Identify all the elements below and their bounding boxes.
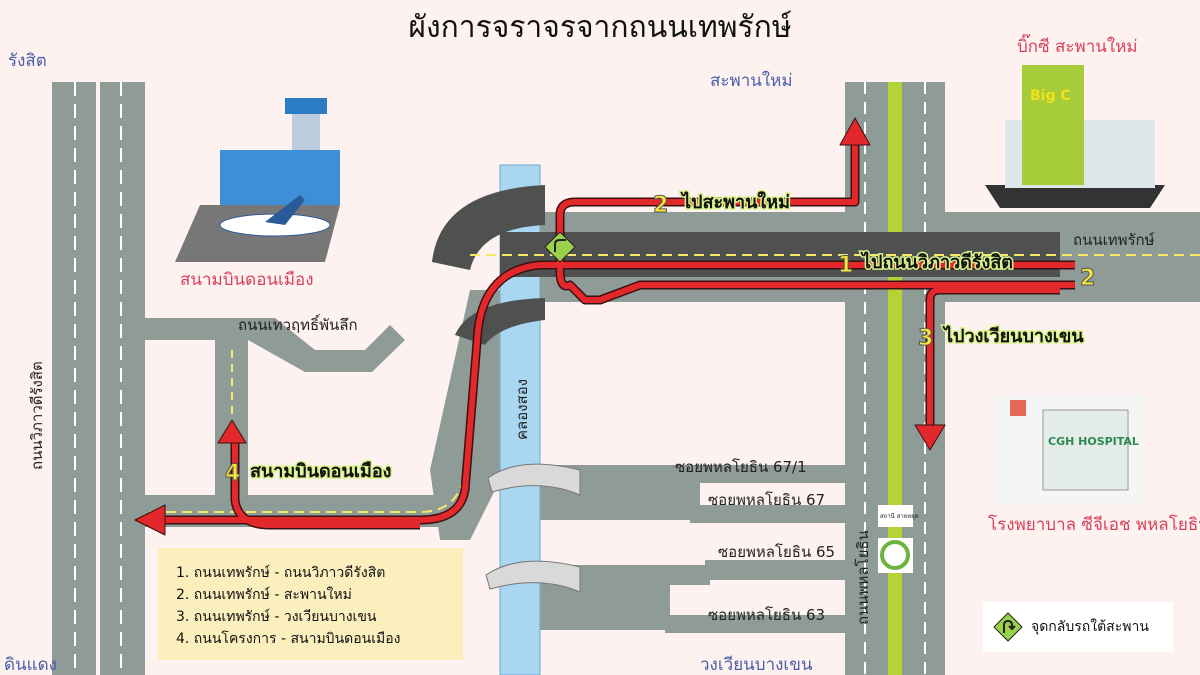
- rangsit-label: รังสิต: [8, 51, 47, 71]
- route-1-label: ไปถนนวิภาวดีรังสิต: [860, 251, 1013, 273]
- hospital-label: โรงพยาบาล ซีจีเอช พหลโยธิน: [988, 514, 1200, 535]
- soi-label: ซอยพหลโยธิน 65: [718, 543, 835, 561]
- arrow-left-icon: [134, 504, 166, 536]
- route-4-label: สนามบินดอนเมือง: [250, 461, 391, 482]
- route-2-label: ไปสะพานใหม่: [680, 191, 790, 213]
- vibhavadi-label: ถนนวิภาวดีรังสิต: [28, 361, 46, 470]
- din-daeng-label: ดินแดง: [4, 655, 57, 675]
- canal-label: คลองสอง: [513, 379, 531, 440]
- route-lines: [134, 117, 1075, 536]
- page-title: ผังการจราจรจากถนนเทพรักษ์: [408, 10, 792, 45]
- station-label: สถานี สายหยุด: [880, 512, 919, 520]
- route-1-line: [160, 262, 1075, 523]
- legend-item: 1. ถนนเทพรักษ์ - ถนนวิภาวดีรังสิต: [176, 565, 386, 581]
- thepharak-label: ถนนเทพรักษ์: [1073, 231, 1155, 249]
- route-3-number: 3: [918, 326, 933, 351]
- cgh-logo: CGH HOSPITAL: [1048, 435, 1139, 448]
- route-2-line: [557, 135, 1075, 303]
- arrow-up-icon: [217, 419, 247, 444]
- hospital-building-icon: CGH HOSPITAL: [995, 395, 1145, 505]
- legend-item: 3. ถนนเทพรักษ์ - วงเวียนบางเขน: [176, 609, 377, 625]
- u-turn-key: จุดกลับรถใต้สะพาน: [983, 602, 1173, 652]
- u-turn-sign-icon: [544, 231, 576, 263]
- route-3-label: ไปวงเวียนบางเขน: [942, 325, 1084, 347]
- u-turn-key-label: จุดกลับรถใต้สะพาน: [1031, 619, 1149, 635]
- legend-item: 4. ถนนโครงการ - สนามบินดอนเมือง: [176, 631, 401, 647]
- phahonyothin-label: ถนนพหลโยธิน: [854, 530, 872, 625]
- route-2-number: 2: [1080, 266, 1095, 291]
- route-4-number: 4: [225, 461, 240, 486]
- bang-khen-label: วงเวียนบางเขน: [700, 655, 813, 675]
- airport-label: สนามบินดอนเมือง: [180, 270, 314, 290]
- big-c-label: บิ๊กซี สะพานใหม่: [1017, 33, 1138, 57]
- thewarit-label: ถนนเทวฤทธิ์พันลึก: [238, 314, 358, 334]
- airport-icon: [175, 98, 340, 262]
- soi-label: ซอยพหลโยธิน 63: [708, 606, 825, 624]
- arrow-down-icon: [914, 424, 946, 451]
- route-2-number: 2: [653, 193, 668, 218]
- big-c-building-icon: Big C: [985, 65, 1165, 208]
- big-c-logo: Big C: [1030, 88, 1071, 104]
- bridge-icon: [485, 560, 581, 593]
- soi-label: ซอยพหลโยธิน 67: [708, 491, 825, 509]
- route-1-number: 1: [838, 253, 853, 278]
- legend-item: 2. ถนนเทพรักษ์ - สะพานใหม่: [176, 587, 352, 603]
- soi-label: ซอยพหลโยธิน 67/1: [675, 458, 807, 476]
- route-legend: 1. ถนนเทพรักษ์ - ถนนวิภาวดีรังสิต 2. ถนน…: [158, 548, 463, 660]
- route-4-line: [232, 440, 420, 528]
- bts-station-icon: สถานี สายหยุด: [878, 505, 919, 573]
- route-3-line: [927, 287, 1060, 430]
- u-turn-sign-icon: [993, 612, 1023, 642]
- vibhavadi-road: [52, 82, 145, 675]
- bridge-icon: [487, 463, 581, 496]
- arrow-up-icon: [839, 117, 871, 146]
- saphan-mai-label: สะพานใหม่: [710, 70, 793, 91]
